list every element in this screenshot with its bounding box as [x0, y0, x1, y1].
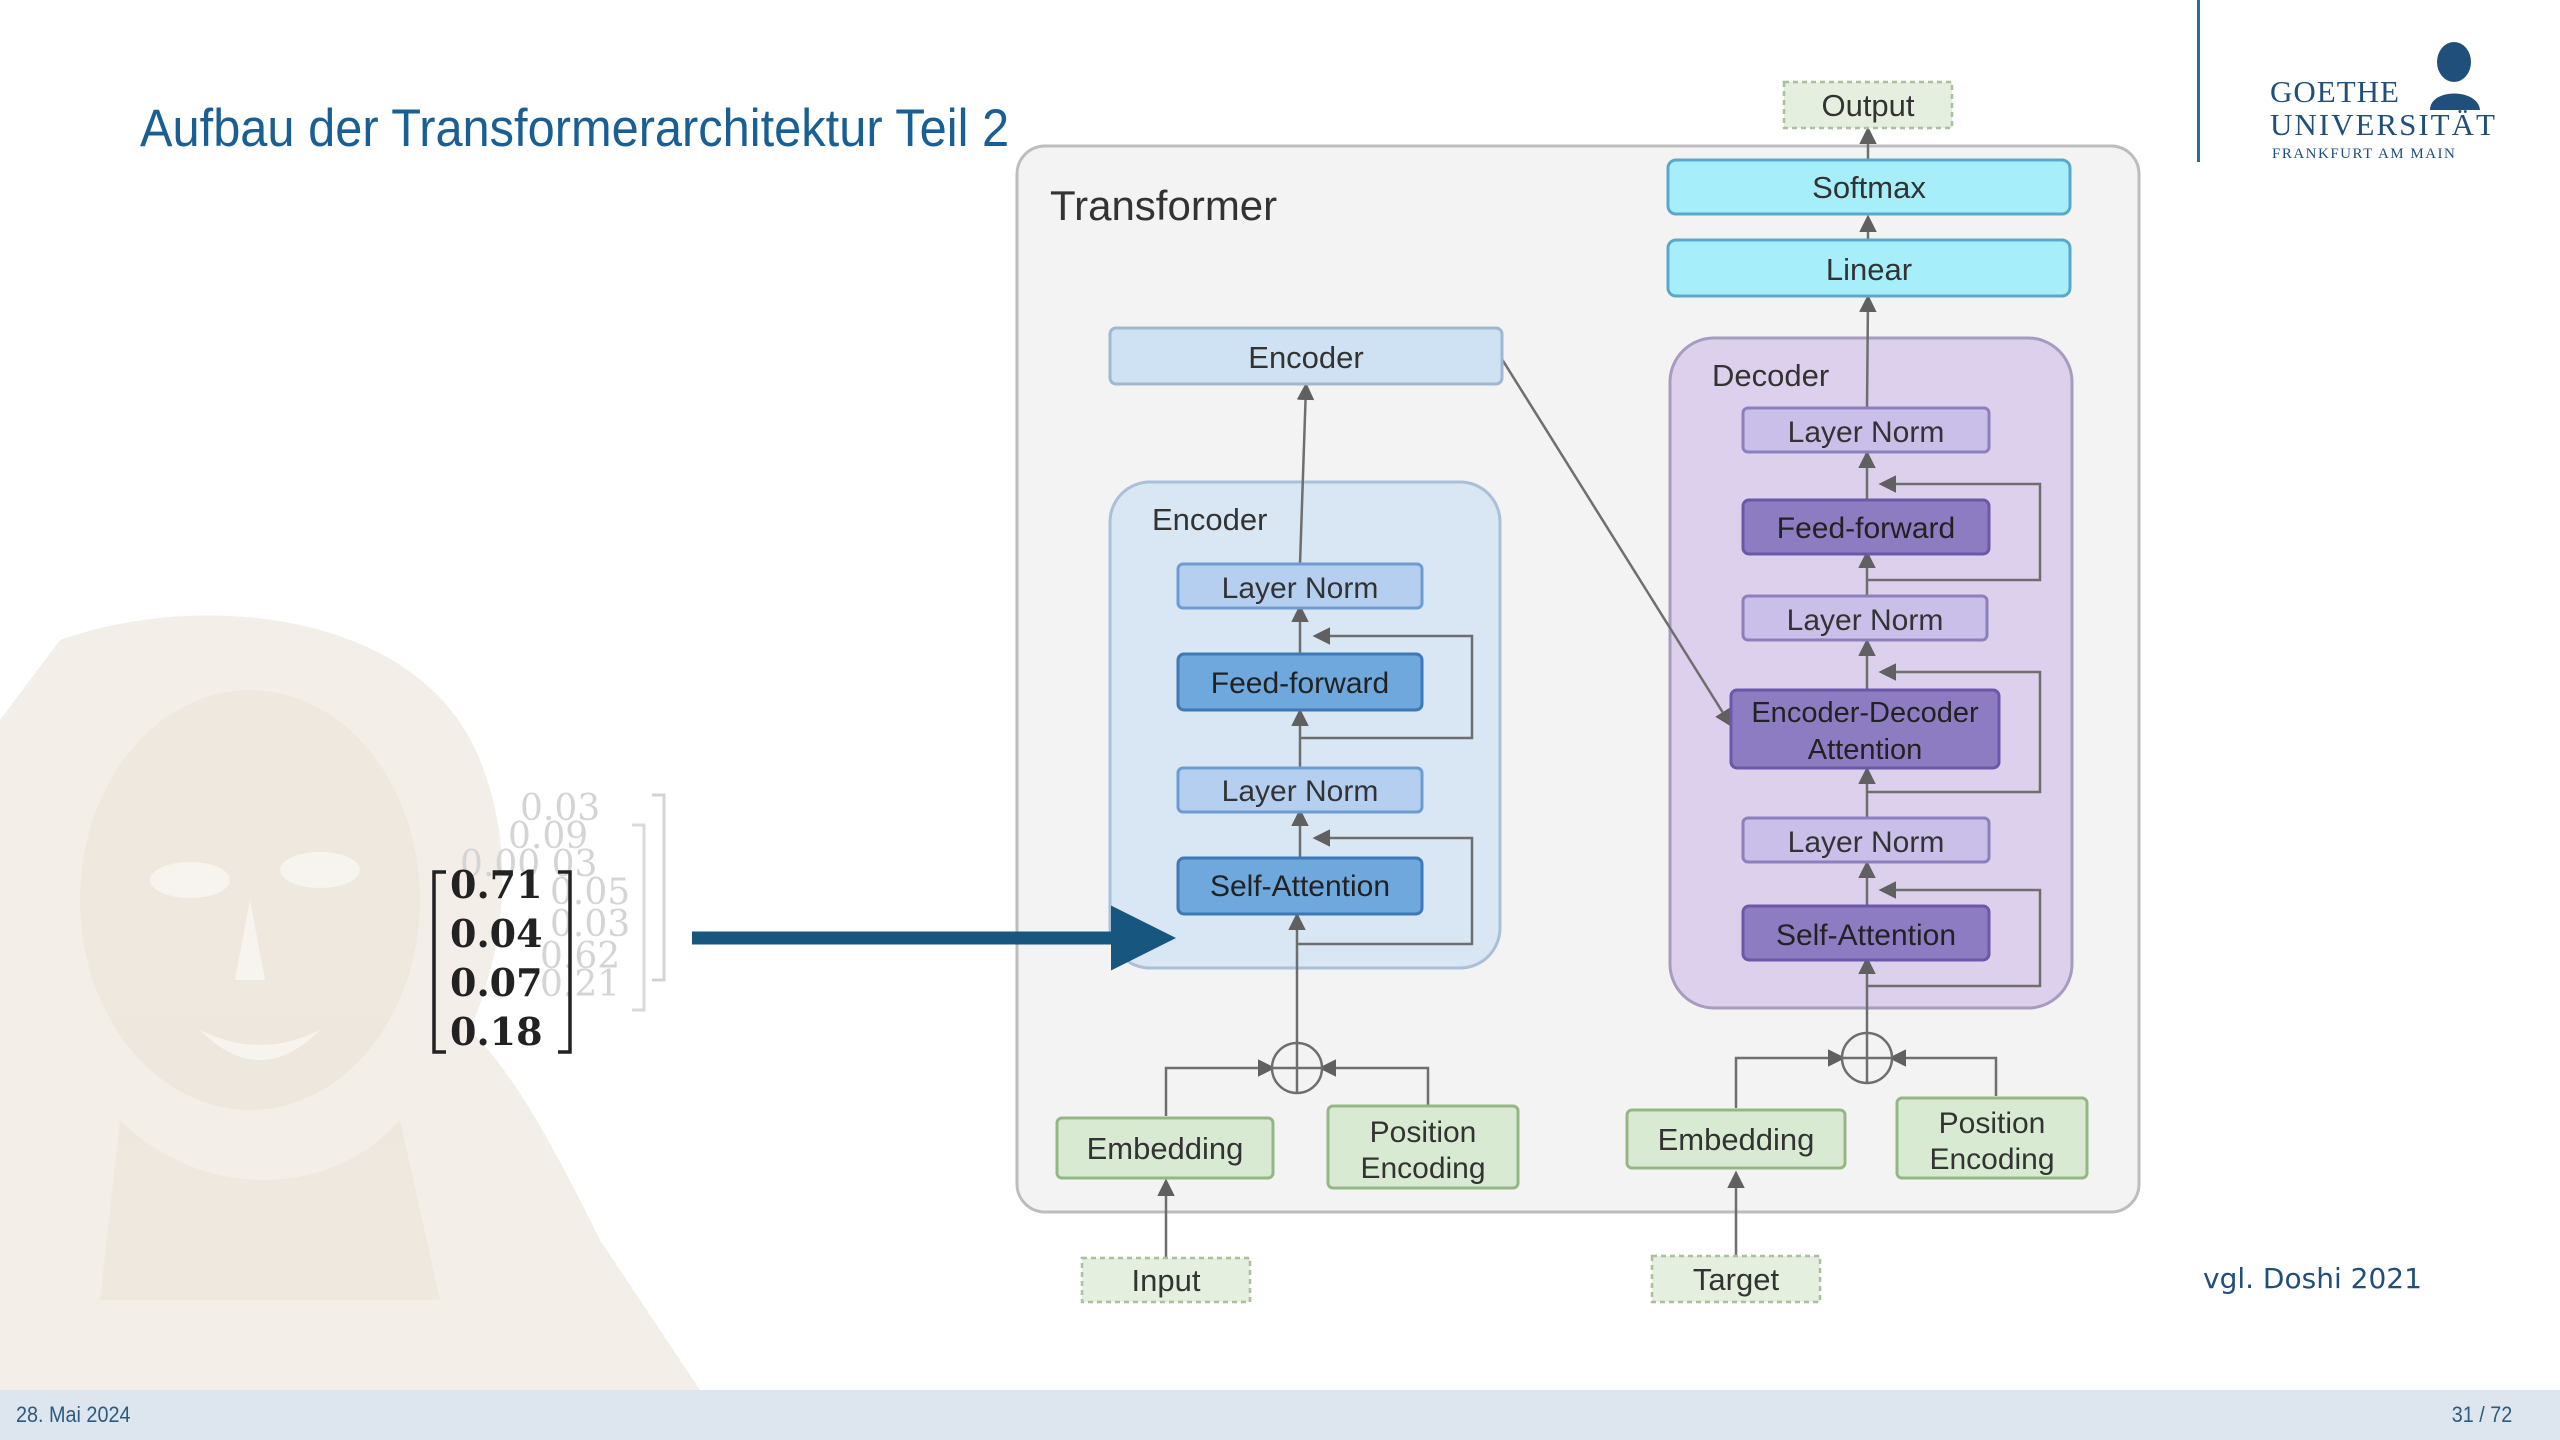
vector-ghost-value: 0.03 — [520, 788, 600, 829]
decoder-block-title: Decoder — [1712, 358, 1829, 393]
decoder-layer-norm-3-label: Layer Norm — [1788, 826, 1945, 859]
input-box — [1080, 1256, 1252, 1304]
logo-line1: GOETHE — [2270, 74, 2400, 109]
decoder-position-label-2: Encoding — [1929, 1143, 2054, 1176]
softmax-label: Softmax — [1812, 170, 1926, 205]
encoder-layer-norm-bottom-label: Layer Norm — [1222, 775, 1379, 808]
decoder-feed-forward — [1741, 498, 1991, 556]
target-box — [1650, 1254, 1822, 1304]
decoder-embedding-box — [1625, 1108, 1847, 1170]
decoder-layer-norm-1 — [1741, 406, 1991, 454]
goethe-head-icon — [2430, 42, 2480, 110]
vector-value: 0.04 — [450, 911, 543, 956]
output-label: Output — [1821, 88, 1914, 123]
decoder-layer-norm-3 — [1741, 816, 1991, 864]
decoder-layer-norm-2 — [1741, 594, 1989, 642]
linear-box — [1666, 238, 2072, 298]
decoder-enc-dec-attention-label-1: Encoder-Decoder — [1751, 697, 1979, 729]
vector-value: 0.18 — [450, 1009, 543, 1054]
logo-divider — [2197, 0, 2200, 162]
target-label: Target — [1693, 1262, 1780, 1297]
encoder-stack-box — [1108, 326, 1504, 386]
footer-bar: 28. Mai 2024 31 / 72 — [0, 1390, 2560, 1440]
encoder-feed-forward-label: Feed-forward — [1211, 667, 1389, 700]
vector-ghost-value: 0.05 — [550, 872, 630, 913]
decoder-layer-norm-2-label: Layer Norm — [1787, 604, 1944, 637]
decoder-self-attention — [1741, 904, 1991, 962]
encoder-stack-label: Encoder — [1248, 340, 1363, 375]
vector-left-bracket — [432, 870, 446, 1054]
encoder-layer-norm-bottom — [1176, 766, 1424, 814]
footer-date: 28. Mai 2024 — [16, 1402, 131, 1427]
goethe-portrait-watermark — [0, 615, 700, 1390]
output-box — [1782, 80, 1954, 130]
decoder-encoder-decoder-attention — [1729, 688, 2001, 770]
footer-page-number: 31 / 72 — [2451, 1402, 2512, 1427]
encoder-embedding-label: Embedding — [1087, 1131, 1244, 1166]
encoder-feed-forward — [1176, 652, 1424, 712]
vector-ghost-value: 0.03 — [550, 904, 630, 945]
encoder-self-attention-label: Self-Attention — [1210, 870, 1390, 903]
decoder-layer-norm-1-label: Layer Norm — [1788, 416, 1945, 449]
encoder-position-label-2: Encoding — [1360, 1152, 1485, 1185]
vector-value: 0.07 — [450, 960, 543, 1005]
decoder-embedding-label: Embedding — [1658, 1122, 1815, 1157]
decoder-position-label-1: Position — [1939, 1107, 2046, 1140]
encoder-self-attention — [1176, 856, 1424, 916]
encoder-position-encoding-box — [1326, 1104, 1520, 1190]
encoder-embedding-box — [1055, 1116, 1275, 1180]
slide-title: Aufbau der Transformerarchitektur Teil 2 — [140, 99, 1010, 158]
transformer-label: Transformer — [1050, 182, 1277, 229]
input-label: Input — [1132, 1263, 1201, 1298]
encoder-layer-norm-top-label: Layer Norm — [1222, 572, 1379, 605]
vector-ghost-value: 0.21 — [540, 964, 620, 1005]
encoder-block-title: Encoder — [1152, 502, 1267, 537]
decoder-feed-forward-label: Feed-forward — [1777, 512, 1955, 545]
vector-ghost-value: 0.62 — [540, 936, 620, 977]
vector-right-bracket — [558, 870, 572, 1054]
decoder-enc-dec-attention-label-2: Attention — [1808, 734, 1922, 766]
softmax-box — [1666, 158, 2072, 216]
citation: vgl. Doshi 2021 — [2203, 1262, 2422, 1295]
logo-line3: FRANKFURT AM MAIN — [2272, 146, 2456, 162]
embedding-vector-stack: 0.03 0.09 0.00 03 0.05 0.03 0.62 0.21 0.… — [432, 788, 666, 1054]
decoder-self-attention-label: Self-Attention — [1776, 919, 1956, 952]
encoder-position-label-1: Position — [1370, 1116, 1477, 1149]
encoder-layer-norm-top — [1176, 562, 1424, 610]
goethe-university-logo: GOETHE UNIVERSITÄT FRANKFURT AM MAIN — [2270, 42, 2497, 162]
linear-label: Linear — [1826, 252, 1912, 287]
decoder-position-encoding-box — [1895, 1096, 2089, 1180]
vector-value: 0.71 — [450, 862, 543, 907]
vector-ghost-value: 0.09 — [508, 816, 588, 857]
logo-line2: UNIVERSITÄT — [2270, 107, 2497, 142]
vector-ghost-value: 0.00 03 — [460, 844, 597, 885]
